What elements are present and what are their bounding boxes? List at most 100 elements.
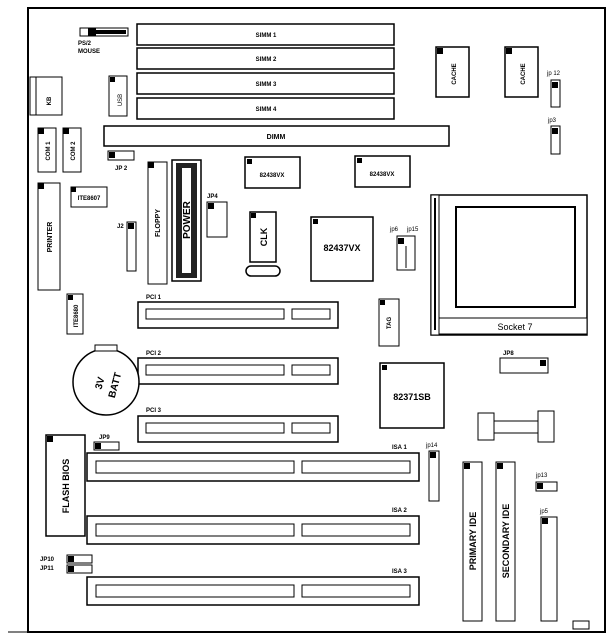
secondary-ide-header: SECONDARY IDE: [495, 461, 516, 622]
pci2-label: PCI 2: [146, 351, 162, 357]
isa3-label: ISA 3: [392, 569, 407, 575]
flash-bios-label: FLASH BIOS: [61, 459, 71, 514]
primary-ide-label: PRIMARY IDE: [468, 512, 478, 571]
jumper-jp5: jp5: [539, 509, 558, 622]
jumper-jp8: JP8: [499, 351, 549, 374]
socket7-label: Socket 7: [497, 322, 532, 332]
jp11-label: JP11: [40, 566, 54, 572]
jumper-jp12: jp 12: [546, 71, 561, 108]
usb-label: USB: [118, 94, 124, 106]
jp9-label: JP9: [99, 435, 110, 441]
chip-82438vx-a-label: 82438VX: [260, 173, 285, 179]
jp15-label: jp15: [406, 227, 419, 233]
chip-82371sb-label: 82371SB: [393, 392, 431, 402]
jp12-label: jp 12: [546, 71, 561, 77]
power-connector: POWER: [171, 159, 202, 282]
jumpers-jp10-jp11: JP10 JP11: [40, 554, 93, 574]
com2-header: COM 2: [62, 127, 82, 173]
simm-slot-1: SIMM 1: [136, 23, 395, 46]
isa-slot-2: ISA 2: [86, 508, 420, 545]
jp10-label: JP10: [40, 557, 55, 563]
ps2-mouse-connector: PS/2 MOUSE: [78, 27, 129, 55]
chip-82371sb: 82371SB: [379, 362, 445, 429]
clock-chip: CLK: [249, 211, 277, 263]
jumper-jp3: jp3: [547, 118, 561, 155]
cache2-label: CACHE: [521, 63, 527, 84]
crystal-oscillator: [245, 265, 281, 277]
pci1-label: PCI 1: [146, 295, 162, 301]
j2-label: J2: [117, 224, 124, 230]
dimm-slot: DIMM: [103, 125, 450, 147]
cache1-label: CACHE: [452, 63, 458, 84]
jp14-label: jp14: [425, 443, 438, 449]
simm3-label: SIMM 3: [256, 82, 277, 88]
jp5-label: jp5: [539, 509, 549, 515]
jumper-jp9: JP9: [93, 435, 120, 451]
simm1-label: SIMM 1: [256, 33, 277, 39]
jumpers-jp6-jp15: jp6 jp15: [389, 227, 419, 271]
simm2-label: SIMM 2: [256, 57, 277, 63]
jumper-jp2: JP 2: [107, 150, 135, 172]
chip-82438vx-b-label: 82438VX: [370, 172, 395, 178]
pci-slot-1: PCI 1: [137, 295, 339, 329]
power-label: POWER: [182, 200, 193, 239]
batt-3v-label: 3V: [94, 376, 108, 391]
clk-label: CLK: [259, 227, 269, 246]
chip-82437vx: 82437VX: [310, 216, 374, 282]
chip-82438vx-a: 82438VX: [244, 156, 301, 189]
pci-slot-2: PCI 2: [137, 351, 339, 385]
pci-slot-3: PCI 3: [137, 408, 339, 443]
secondary-ide-label: SECONDARY IDE: [501, 504, 511, 579]
chip-ite8680: ITE8680: [66, 293, 84, 335]
ite8680-label: ITE8680: [74, 304, 80, 327]
cpu-socket-7: Socket 7: [430, 194, 588, 336]
flash-bios-chip: FLASH BIOS: [45, 434, 86, 537]
jp13-label: jp13: [535, 473, 548, 479]
jp3-label: jp3: [547, 118, 557, 124]
jp6-label: jp6: [389, 227, 399, 233]
com1-label: COM 1: [46, 141, 52, 161]
connector-j2: J2: [117, 221, 137, 272]
chip-82438vx-b: 82438VX: [354, 155, 411, 188]
tag-label: TAG: [387, 317, 393, 330]
isa2-label: ISA 2: [392, 508, 407, 514]
floppy-label: FLOPPY: [155, 209, 162, 237]
cache-chip-1: CACHE: [435, 46, 470, 98]
printer-label: PRINTER: [47, 222, 54, 253]
ite8607-label: ITE8607: [78, 196, 101, 202]
com2-label: COM 2: [71, 141, 77, 161]
simm4-label: SIMM 4: [256, 107, 277, 113]
keyboard-connector: KB: [29, 76, 63, 116]
simm-slot-4: SIMM 4: [136, 97, 395, 120]
com1-header: COM 1: [37, 127, 57, 173]
battery-3v: 3V BATT: [72, 344, 140, 416]
voltage-regulator: [477, 410, 555, 443]
jumper-jp4: JP4: [206, 194, 228, 238]
corner-component: [572, 620, 590, 630]
primary-ide-header: PRIMARY IDE: [462, 461, 483, 622]
chip-ite8607: ITE8607: [70, 186, 108, 208]
printer-header: PRINTER: [37, 182, 61, 291]
dimm-label: DIMM: [267, 134, 286, 141]
isa1-label: ISA 1: [392, 445, 407, 451]
mouse-label: MOUSE: [78, 49, 100, 55]
jp2-label: JP 2: [115, 166, 128, 172]
usb-connector: USB: [108, 75, 128, 117]
tag-chip: TAG: [378, 298, 400, 347]
jp8-label: JP8: [503, 351, 514, 357]
isa-slot-1: ISA 1: [86, 445, 420, 482]
isa-slot-3: ISA 3: [86, 569, 420, 606]
pci3-label: PCI 3: [146, 408, 162, 414]
chip-82437vx-label: 82437VX: [323, 243, 360, 253]
simm-slot-3: SIMM 3: [136, 72, 395, 95]
kb-label: KB: [47, 96, 53, 105]
cache-chip-2: CACHE: [504, 46, 539, 98]
jumper-jp13: jp13: [535, 473, 558, 492]
board-outline: [27, 7, 606, 633]
jp4-label: JP4: [207, 194, 218, 200]
simm-slot-2: SIMM 2: [136, 47, 395, 70]
floppy-header: FLOPPY: [147, 161, 168, 285]
ps2-label: PS/2: [78, 41, 92, 47]
